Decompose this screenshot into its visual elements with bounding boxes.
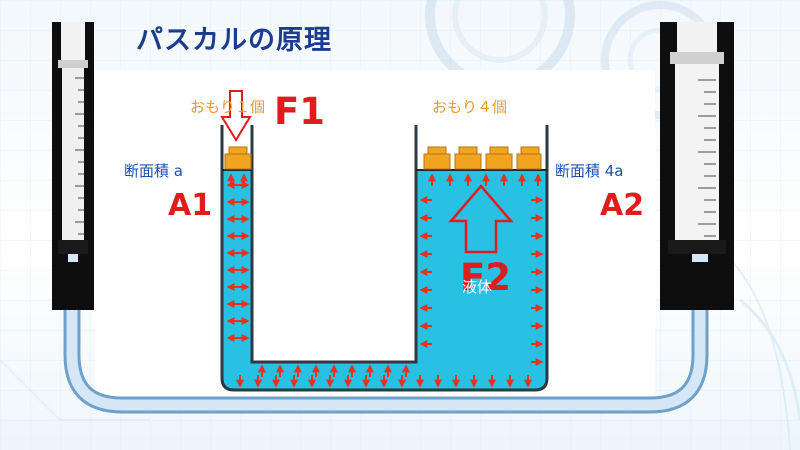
up-arrow-icon [448, 184, 514, 254]
down-arrow-icon [220, 90, 252, 142]
a2-label: A2 [600, 188, 645, 223]
left-syringe [52, 22, 94, 310]
right-area-label: 断面積 4a [555, 162, 624, 180]
pressure-arrows [226, 173, 544, 388]
left-weight-label: おもり１個 [190, 98, 266, 116]
f2-label: F2 [460, 256, 512, 299]
weight-blocks-right [423, 146, 542, 170]
right-syringe [660, 22, 734, 310]
right-weight-label: おもり４個 [432, 98, 508, 116]
weight-block-icon [224, 146, 252, 170]
a1-label: A1 [168, 188, 213, 223]
u-tube-wall [220, 125, 549, 392]
diagram-panel [95, 70, 655, 397]
slide-title: パスカルの原理 [136, 25, 332, 56]
f1-label: F1 [274, 90, 326, 133]
left-area-label: 断面積 a [124, 162, 183, 180]
liquid-label: 液体 [462, 278, 493, 296]
